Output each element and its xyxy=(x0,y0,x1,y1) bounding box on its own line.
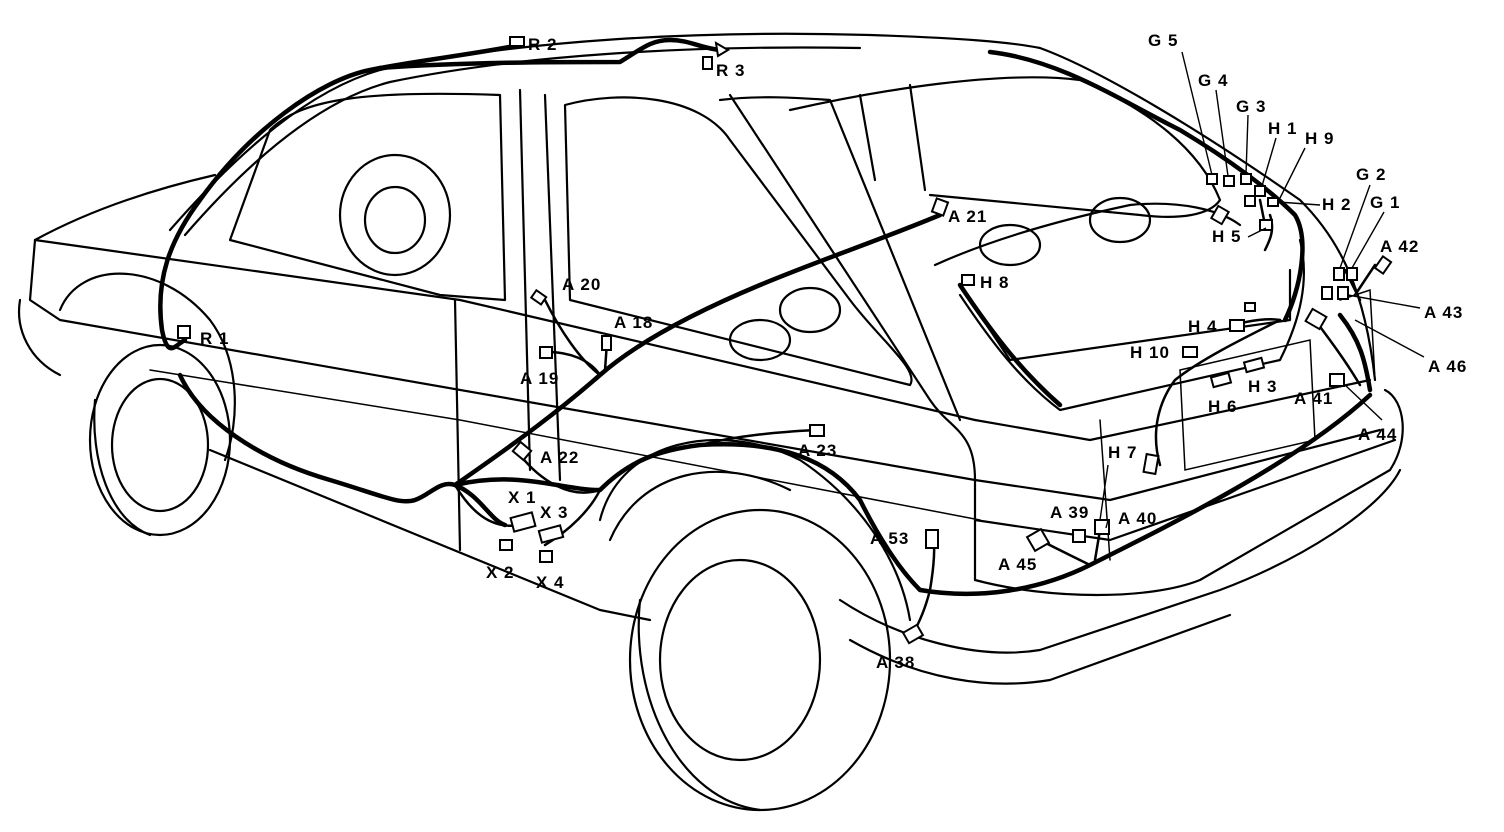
connector-x1 xyxy=(509,511,537,533)
connector-h2 xyxy=(1267,197,1279,207)
connector-h5 xyxy=(1209,204,1231,226)
connector-a43b xyxy=(1337,286,1349,300)
label-g1: G 1 xyxy=(1370,193,1400,212)
label-a41: A 41 xyxy=(1294,389,1333,408)
connector-a39 xyxy=(1072,529,1086,543)
label-h1: H 1 xyxy=(1268,119,1297,138)
label-a40: A 40 xyxy=(1118,509,1157,528)
label-h4: H 4 xyxy=(1188,317,1217,336)
label-a43: A 43 xyxy=(1424,303,1463,322)
harness-lines xyxy=(158,37,1373,597)
label-a38: A 38 xyxy=(876,653,915,672)
connector-h6 xyxy=(1209,371,1233,389)
label-a46: A 46 xyxy=(1428,357,1467,376)
harness-branches xyxy=(453,198,1377,637)
label-g4: G 4 xyxy=(1198,71,1228,90)
label-x1: X 1 xyxy=(508,488,537,507)
connector-r3b xyxy=(714,41,730,58)
connector-a53 xyxy=(925,529,939,549)
connector-h8 xyxy=(961,274,975,286)
label-a21: A 21 xyxy=(948,207,987,226)
label-h6: H 6 xyxy=(1208,397,1237,416)
connector-a22 xyxy=(511,440,533,462)
connector-h4 xyxy=(1229,319,1245,332)
connector-x4 xyxy=(539,550,553,563)
label-a53: A 53 xyxy=(870,529,909,548)
connector-r2 xyxy=(509,36,525,47)
label-g3: G 3 xyxy=(1236,97,1266,116)
connector-a21 xyxy=(930,197,950,217)
connector-a45 xyxy=(1025,527,1051,553)
label-h5: H 5 xyxy=(1212,227,1241,246)
connector-h4b xyxy=(1244,302,1256,312)
label-g2: G 2 xyxy=(1356,165,1386,184)
label-x4: X 4 xyxy=(536,573,565,592)
label-r1: R 1 xyxy=(200,329,229,348)
label-x2: X 2 xyxy=(486,563,515,582)
label-h9: H 9 xyxy=(1305,129,1334,148)
connector-g3 xyxy=(1240,173,1252,185)
connector-g4 xyxy=(1223,175,1235,187)
label-r2: R 2 xyxy=(528,35,557,54)
connector-a42 xyxy=(1373,255,1393,275)
connector-g2 xyxy=(1333,267,1345,281)
connector-r1 xyxy=(177,325,191,339)
label-h7: H 7 xyxy=(1108,443,1137,462)
label-a22: A 22 xyxy=(540,448,579,467)
connector-h3 xyxy=(1242,356,1266,374)
leader-lines xyxy=(1099,51,1425,529)
label-x3: X 3 xyxy=(540,503,569,522)
label-a42: A 42 xyxy=(1380,237,1419,256)
connector-a40 xyxy=(1094,519,1110,535)
label-a18: A 18 xyxy=(614,313,653,332)
connector-a44 xyxy=(1329,373,1345,387)
connector-g5 xyxy=(1206,173,1218,185)
label-a44: A 44 xyxy=(1358,425,1397,444)
connector-h10 xyxy=(1182,346,1198,358)
label-a45: A 45 xyxy=(998,555,1037,574)
connector-h1 xyxy=(1254,185,1266,197)
connector-x2 xyxy=(499,539,513,551)
callout-labels: R 1 R 2 R 3 A 20 A 18 A 19 A 21 A 22 A 2… xyxy=(200,31,1467,672)
label-r3: R 3 xyxy=(716,61,745,80)
connector-a41 xyxy=(1304,307,1328,331)
connectors xyxy=(177,36,1393,645)
label-g5: G 5 xyxy=(1148,31,1178,50)
connector-a18 xyxy=(601,335,612,351)
label-h8: H 8 xyxy=(980,273,1009,292)
connector-a38 xyxy=(901,623,925,645)
connector-h9 xyxy=(1244,195,1256,207)
car-body-outline xyxy=(17,32,1404,812)
connector-h7 xyxy=(1142,452,1160,476)
label-a39: A 39 xyxy=(1050,503,1089,522)
label-h3: H 3 xyxy=(1248,377,1277,396)
connector-a19 xyxy=(539,346,553,359)
connector-a20 xyxy=(529,288,548,306)
connector-r3 xyxy=(702,56,713,70)
label-h10: H 10 xyxy=(1130,343,1170,362)
label-a19: A 19 xyxy=(520,369,559,388)
connector-h5b xyxy=(1259,219,1273,231)
label-a23: A 23 xyxy=(798,441,837,460)
connector-a43 xyxy=(1321,286,1333,300)
label-h2: H 2 xyxy=(1322,195,1351,214)
connector-x3 xyxy=(537,524,565,544)
connector-a23 xyxy=(809,424,825,437)
label-a20: A 20 xyxy=(562,275,601,294)
connector-g1 xyxy=(1346,267,1358,281)
